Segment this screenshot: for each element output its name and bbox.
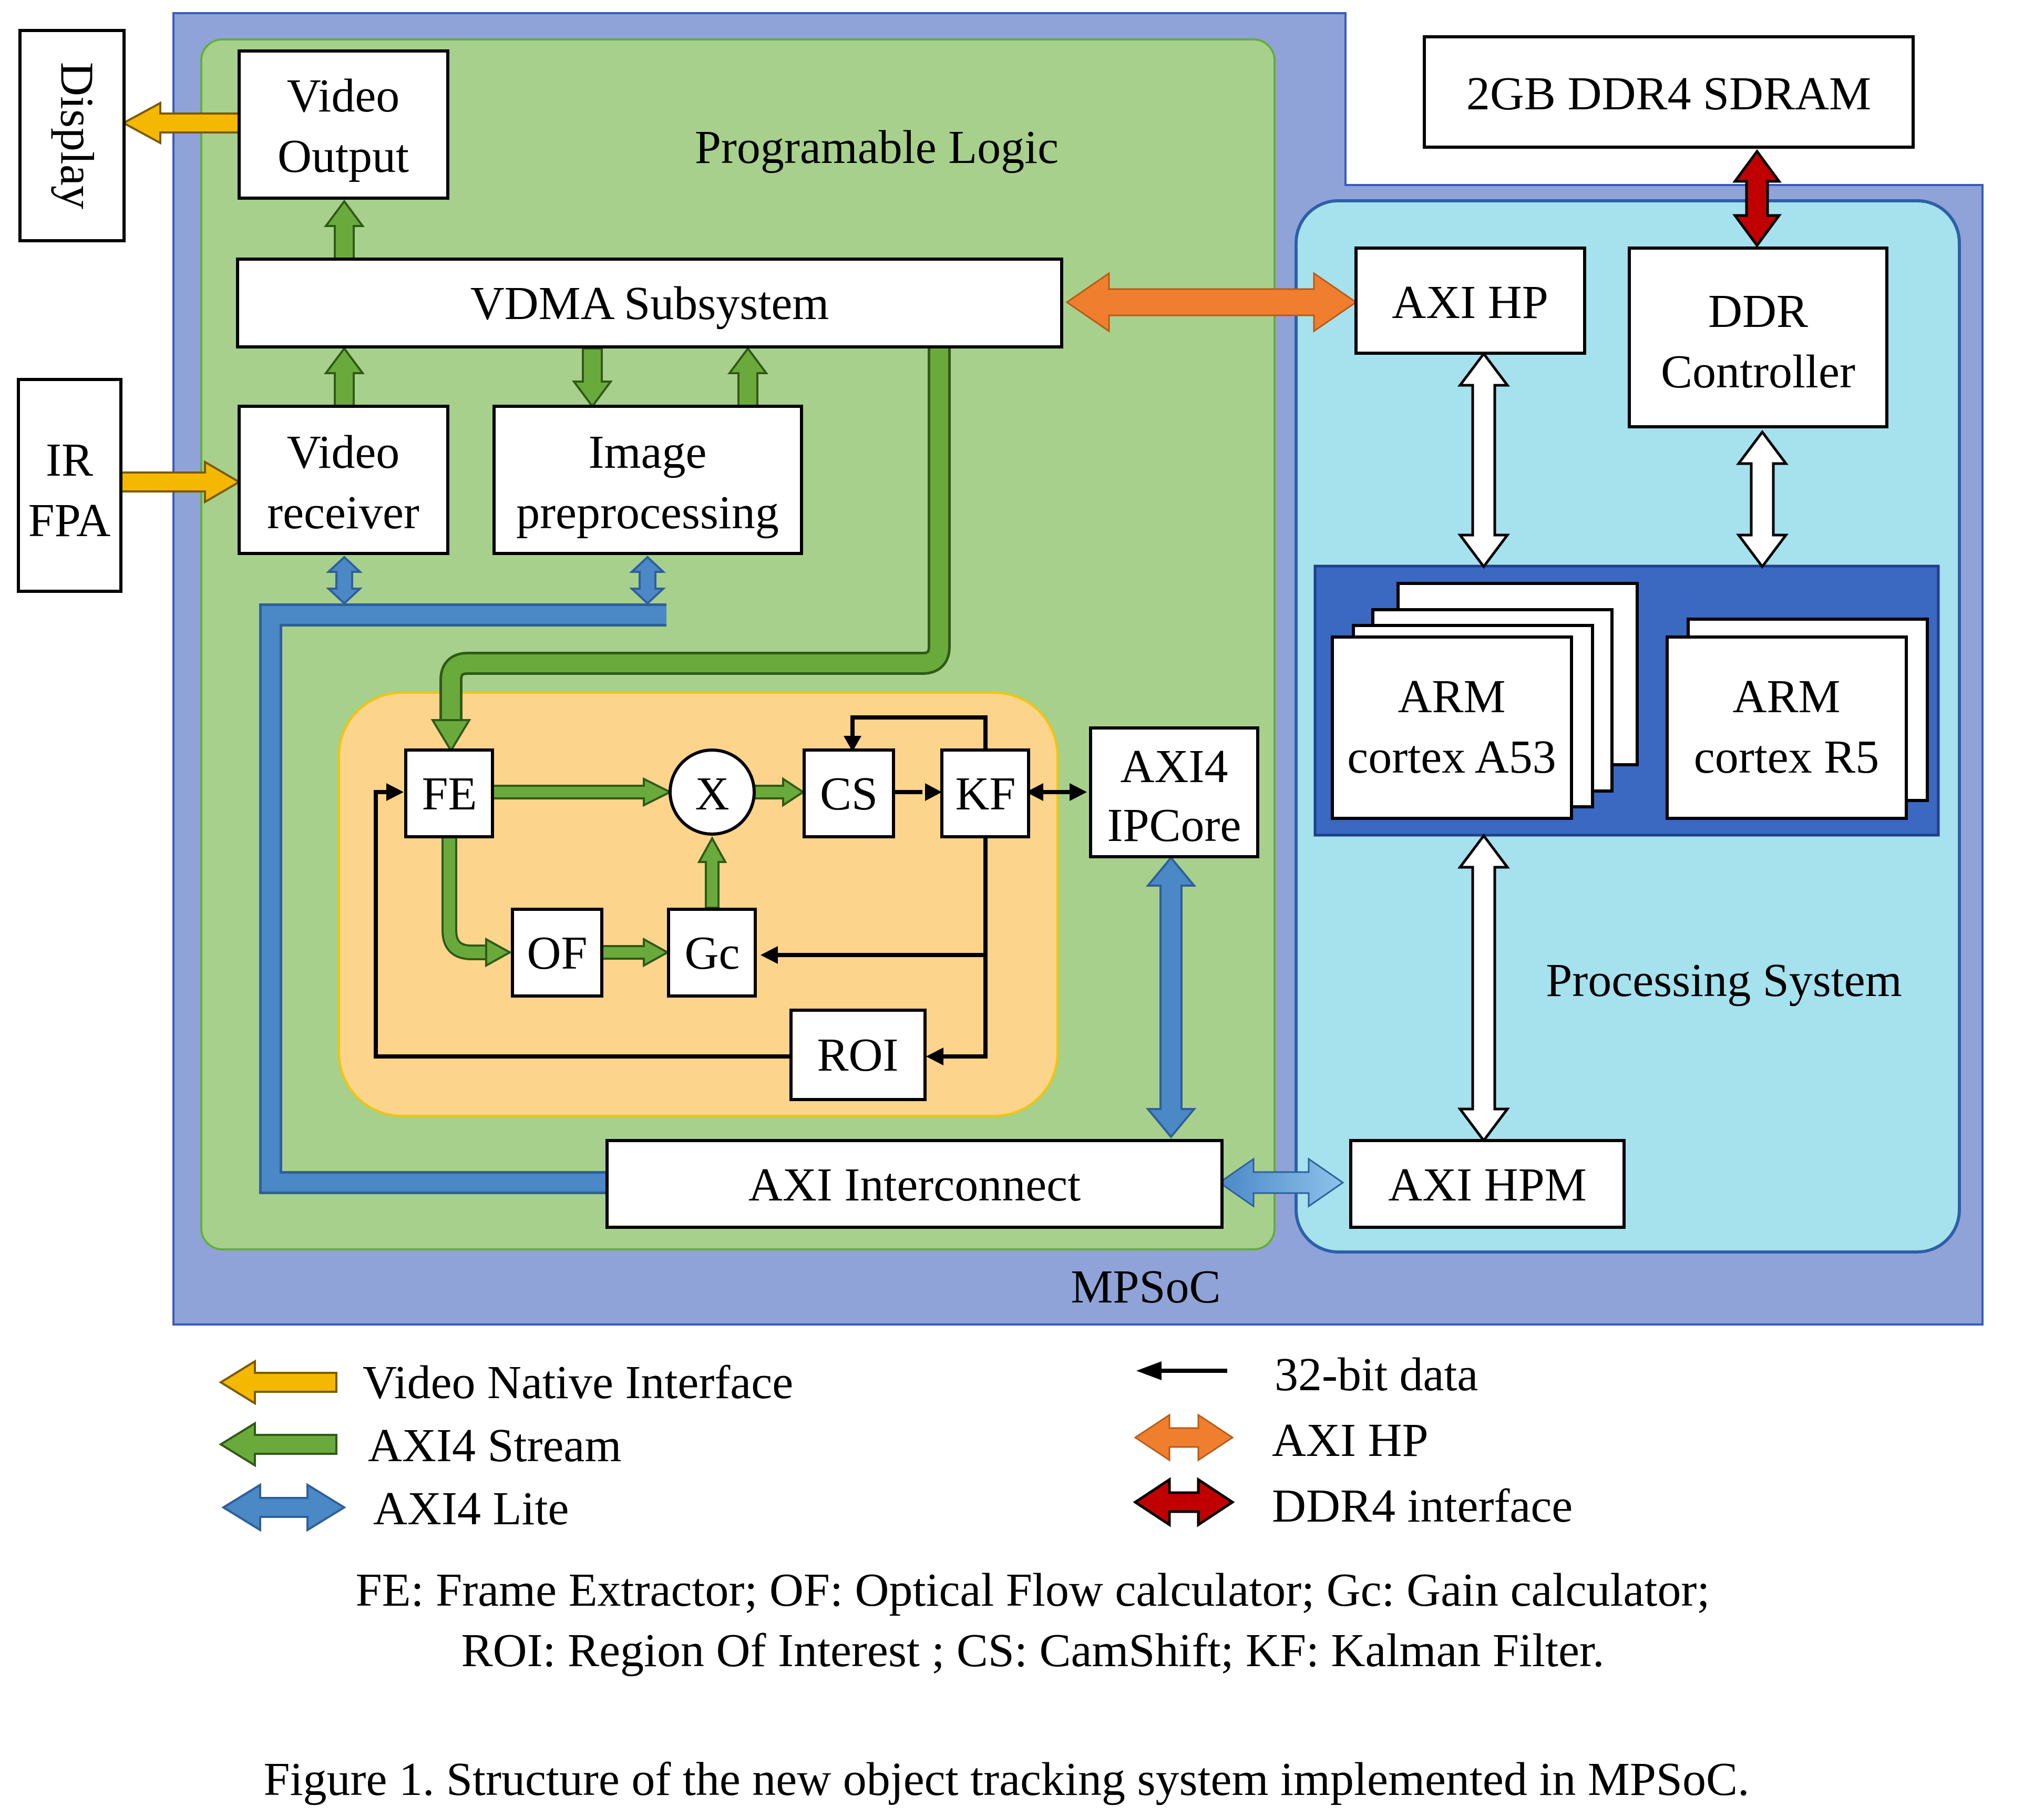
display-block [18, 29, 126, 242]
arrow-lite-video-receiver [325, 556, 363, 605]
legend-video-native-label: Video Native Interface [363, 1357, 793, 1409]
ddr-controller-label-1: DDR [1708, 285, 1808, 337]
multiplier-node [669, 748, 756, 836]
gc-block [667, 908, 757, 998]
video-output-block [238, 49, 449, 200]
abbreviation-notes-line-2: ROI: Region Of Interest ; CS: CamShift; … [461, 1625, 1605, 1677]
ir-fpa-block [17, 378, 122, 593]
ir-fpa-label-1: IR [46, 434, 93, 486]
multiplier-label: X [695, 768, 730, 820]
legend-axi-hp-label: AXI HP [1272, 1414, 1429, 1466]
arrow-lite-ipcore [1145, 856, 1197, 1139]
kf-block [940, 748, 1030, 838]
legend-axi4-stream-label: AXI4 Stream [368, 1420, 621, 1472]
image-preprocessing-block [492, 405, 803, 555]
cs-block [803, 748, 895, 838]
arrow-ddr4-interface [1732, 149, 1782, 248]
video-output-label-2: Output [278, 130, 409, 182]
axi4-ipcore-label-1: AXI4 [1121, 741, 1228, 793]
axi4-ipcore-block [1089, 726, 1259, 858]
video-receiver-label-1: Video [287, 426, 400, 478]
ddr-sdram-block [1423, 35, 1915, 149]
axi4-ipcore-label-2: IPCore [1107, 799, 1241, 851]
image-preprocessing-label-2: preprocessing [516, 487, 779, 539]
arm-r5-block [1666, 635, 1908, 820]
arm-a53-label-1: ARM [1398, 671, 1505, 723]
arrow-vdma-to-video-output [324, 199, 365, 260]
fe-block [404, 748, 494, 838]
arrow-x-to-cs [753, 777, 805, 807]
legend-video-native-swatch [219, 1359, 337, 1405]
axi-interconnect-label: AXI Interconnect [748, 1159, 1081, 1211]
vdma-subsystem-block [236, 258, 1063, 348]
gc-label: Gc [685, 927, 740, 979]
arrow-vdma-to-preprocessing [572, 347, 613, 408]
display-label: Display [50, 62, 102, 209]
arrow-into-of [485, 937, 512, 968]
arm-a53-label-2: cortex A53 [1347, 731, 1556, 783]
axi-hpm-label: AXI HPM [1388, 1159, 1587, 1211]
video-receiver-block [238, 405, 449, 555]
legend-axi4-lite-label: AXI4 Lite [373, 1483, 569, 1535]
axi4-lite-bus-fill [262, 606, 666, 1192]
ddr-controller-block [1628, 247, 1888, 428]
legend-ddr4-swatch [1133, 1477, 1235, 1527]
cs-label: CS [820, 768, 878, 820]
vdma-label: VDMA Subsystem [470, 278, 829, 330]
axi-hp-block [1354, 247, 1586, 355]
legend-axi4-lite-swatch [221, 1483, 346, 1532]
arrow-irfpa-to-video-receiver [119, 460, 241, 504]
arm-a53-block [1331, 635, 1573, 820]
roi-block [789, 1009, 927, 1101]
arrow-of-to-gc [601, 937, 670, 968]
data32-connections [374, 715, 1072, 1059]
arrow-ddr-controller-to-cpu [1736, 429, 1789, 569]
arrow-video-output-to-display [121, 101, 240, 145]
arrow-preprocessing-to-vdma [727, 346, 768, 407]
stream-fe-to-of-fill [444, 837, 489, 958]
arrow-axi-hp-to-cpu [1457, 351, 1510, 569]
legend-data32-head [1136, 1361, 1162, 1380]
arrow-video-receiver-to-vdma [324, 346, 365, 407]
fe-label: FE [422, 768, 477, 820]
image-preprocessing-label-1: Image [589, 426, 707, 478]
figure-caption: Figure 1. Structure of the new object tr… [263, 1753, 1749, 1805]
legend-axi4-stream-swatch [219, 1421, 337, 1467]
of-label: OF [527, 927, 587, 979]
abbreviation-notes-line-1: FE: Frame Extractor; OF: Optical Flow ca… [356, 1564, 1710, 1616]
arrow-fe-to-x [491, 777, 673, 807]
of-block [511, 908, 603, 998]
axi-hpm-block [1349, 1139, 1626, 1229]
roi-label: ROI [817, 1029, 899, 1081]
arm-r5-label-2: cortex R5 [1694, 731, 1879, 783]
ddr-controller-label-2: Controller [1661, 346, 1855, 398]
legend-ddr4-label: DDR4 interface [1272, 1480, 1573, 1532]
video-receiver-label-2: receiver [267, 487, 419, 539]
ir-fpa-label-2: FPA [28, 495, 111, 547]
video-output-label-1: Video [287, 70, 400, 122]
axi-interconnect-block [605, 1139, 1224, 1229]
ddr-sdram-label: 2GB DDR4 SDRAM [1466, 68, 1871, 120]
region-label-processing-system: Processing System [1546, 954, 1902, 1007]
kf-label: KF [955, 768, 1015, 820]
region-label-programmable-logic: Programable Logic [695, 121, 1059, 173]
region-label-mpsoc: MPSoC [1071, 1261, 1220, 1313]
stream-vdma-to-fe-fill [442, 348, 948, 723]
arrow-gc-to-x [697, 836, 727, 909]
arrow-lite-preprocessing [629, 556, 666, 605]
legend-data32-label: 32-bit data [1275, 1349, 1478, 1401]
data32-arrowheads [386, 736, 1087, 1065]
arm-r5-label-1: ARM [1732, 671, 1840, 723]
arrow-interconnect-axi-hpm [1218, 1157, 1344, 1208]
axi-hp-label: AXI HP [1392, 276, 1548, 329]
legend-axi-hp-swatch [1134, 1413, 1234, 1462]
arrow-stream-into-fe [430, 719, 471, 753]
